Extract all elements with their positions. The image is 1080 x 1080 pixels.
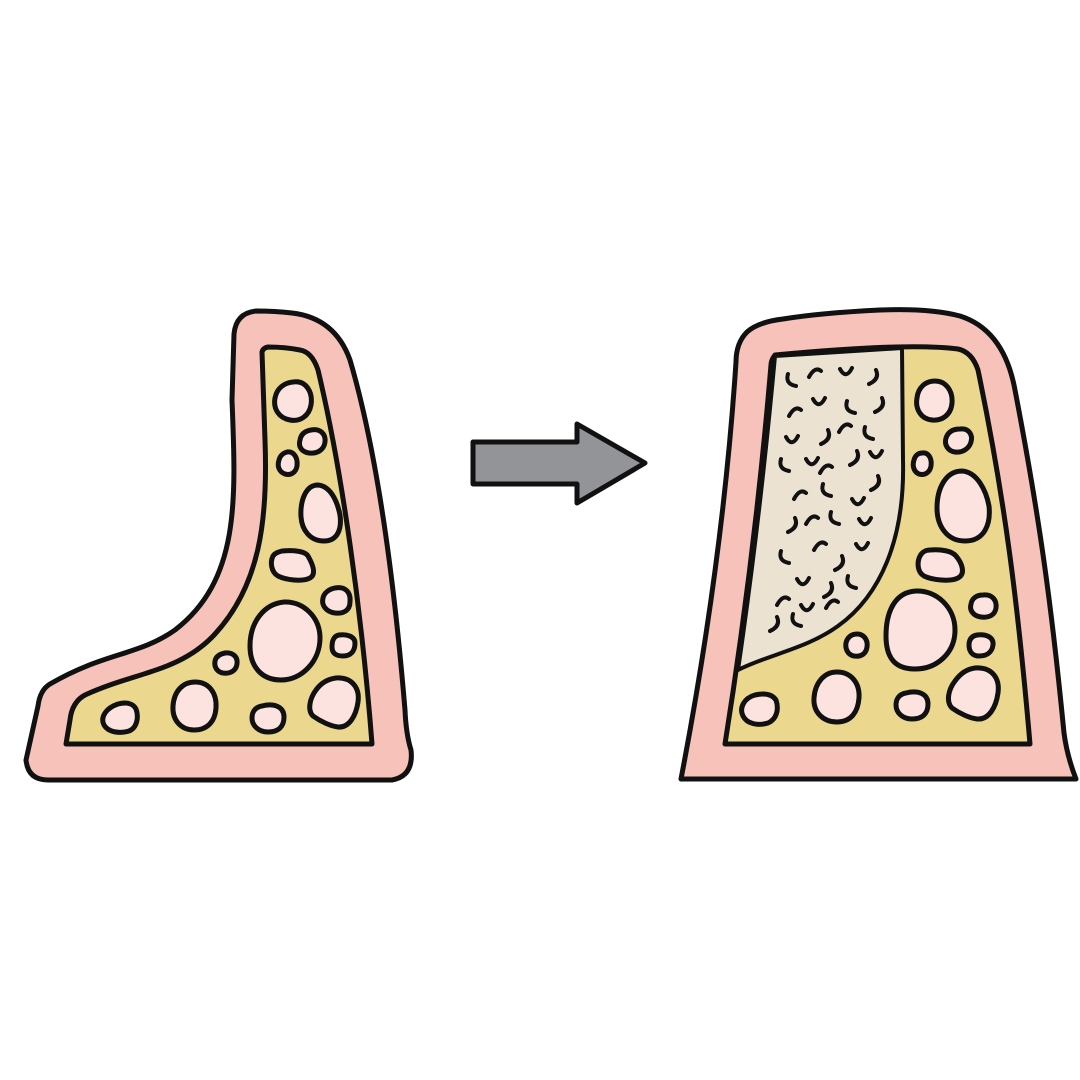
graft-granule [850,496,866,507]
marrow-space [170,679,219,733]
before-ridge [23,308,414,783]
marrow-space [739,691,780,727]
graft-granule [828,510,841,526]
graft-granule [785,372,798,388]
marrow-space [247,599,323,683]
graft-granule [845,574,858,590]
graft-granule [812,540,828,552]
marrow-space [320,585,353,616]
graft-granule [820,482,833,498]
marrow-space [272,379,314,423]
marrow-space [212,650,240,676]
graft-granule [804,514,820,526]
marrow-space [811,669,862,725]
marrow-space [968,592,999,620]
marrow-space [307,675,361,730]
graft-granule [844,399,857,415]
marrow-spaces-before [100,379,361,735]
graft-granule [795,576,811,587]
graft-granule [854,541,870,552]
marrow-space [893,689,931,722]
graft-granule [869,474,882,492]
marrow-spaces-after [739,378,1001,727]
marrow-space [329,632,358,659]
marrow-space [945,665,1001,722]
graft-granule [778,457,791,473]
graft-granule [824,598,840,610]
after-ridge-augmented [678,307,1079,782]
graft-granule [848,449,861,467]
graft-granule [778,549,791,565]
marrow-space [275,449,300,477]
right-arrow-icon [470,421,648,506]
graft-granule [862,425,875,441]
marrow-space [910,450,934,477]
graft-granule [857,516,873,527]
marrow-space [249,702,287,735]
graft-granule [868,449,884,460]
graft-granule [818,463,834,475]
graft-granule [786,516,799,534]
graft-granule [768,615,781,633]
graft-granule [775,595,791,607]
graft-granule [819,428,832,446]
graft-granule [811,396,827,407]
graft-granule [833,554,846,572]
graft-granule [822,581,835,599]
graft-granule [837,422,853,434]
marrow-space [915,547,965,583]
graft-granule [792,489,808,501]
graft-granule [799,602,815,613]
graft-granule [867,368,880,386]
graft-granule [807,367,823,379]
marrow-space [966,632,996,659]
marrow-space [943,426,974,455]
marrow-space [843,631,870,659]
marrow-space [100,700,140,735]
graft-granule [787,406,803,418]
bone-graft-material [736,346,906,672]
graft-granule [784,434,800,445]
marrow-space [934,468,992,544]
marrow-space [883,588,958,672]
marrow-space [298,482,343,544]
marrow-space [268,548,316,583]
graft-granule [838,366,854,377]
marrow-space [914,378,955,423]
graft-granules [768,366,886,633]
graft-granule [873,396,886,414]
graft-granule [804,456,820,467]
graft-granule [790,612,803,628]
marrow-space [297,427,328,456]
